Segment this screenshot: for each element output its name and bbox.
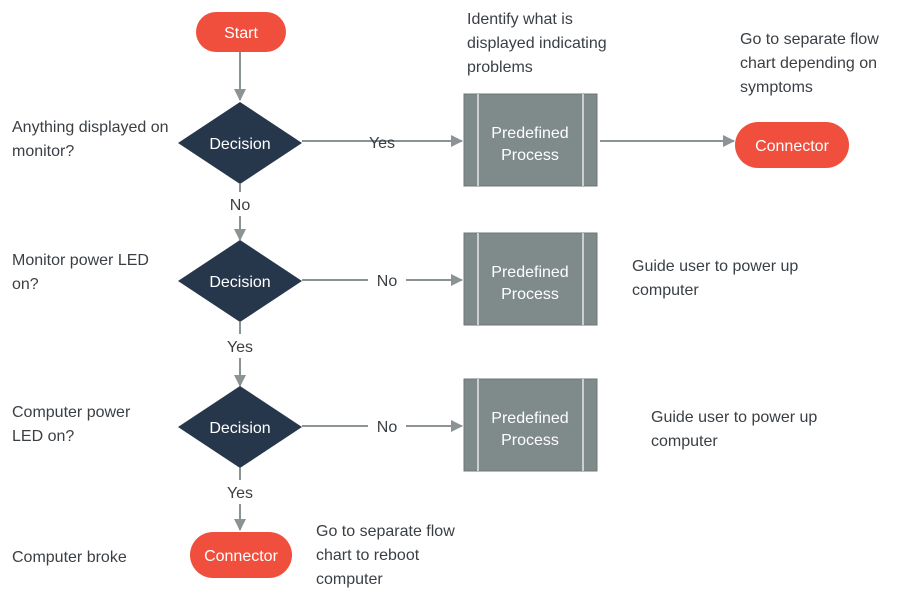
process-shape (463, 378, 598, 472)
edge-label-bg (222, 480, 258, 504)
question-label-3: Computer power LED on? (12, 404, 131, 445)
decision-label: Decision (209, 274, 270, 291)
start-label: Start (224, 25, 258, 42)
connector-shape (735, 122, 849, 168)
process-node-2[interactable]: Predefined Process (463, 232, 598, 326)
edge-label-decision-2-no: No (377, 273, 398, 290)
edge-label-decision-3-yes: Yes (227, 485, 253, 502)
process-label-line2: Process (501, 432, 559, 449)
process-shape (463, 232, 598, 326)
question-label-1: Anything displayed on monitor? (12, 119, 169, 160)
process-shape (463, 93, 598, 187)
decision-shape (178, 102, 302, 184)
process-label-line2: Process (501, 286, 559, 303)
edge-label-bg (368, 268, 406, 292)
start-node[interactable]: Start (196, 12, 286, 52)
decision-shape (178, 240, 302, 322)
edge-label-decision-1-no: No (230, 197, 251, 214)
connector-note-1: Go to separate flow chart depending on s… (740, 31, 879, 96)
edge-label-bg (368, 414, 406, 438)
connector-node-1[interactable]: Connector (735, 122, 849, 168)
process-note-1: Identify what is displayed indicating pr… (467, 11, 607, 76)
process-label-line1: Predefined (491, 410, 568, 427)
process-note-2: Guide user to power up computer (632, 258, 799, 299)
edge-label-decision-3-no: No (377, 419, 398, 436)
connector-label: Connector (755, 138, 829, 155)
decision-label: Decision (209, 420, 270, 437)
edge-label-bg (224, 192, 256, 216)
decision-shape (178, 386, 302, 468)
edge-label-decision-2-yes: Yes (227, 339, 253, 356)
question-label-2: Monitor power LED on? (12, 252, 149, 293)
process-label-line2: Process (501, 147, 559, 164)
decision-node-2[interactable]: Decision (178, 240, 302, 322)
process-note-3: Guide user to power up computer (651, 409, 818, 450)
process-node-1[interactable]: Predefined Process (463, 93, 598, 187)
start-shape (196, 12, 286, 52)
process-label-line1: Predefined (491, 125, 568, 142)
decision-label: Decision (209, 136, 270, 153)
connector-label: Connector (204, 548, 278, 565)
process-label-line1: Predefined (491, 264, 568, 281)
row-label-computer-broke: Computer broke (12, 549, 127, 566)
edge-label-bg (222, 334, 258, 358)
decision-node-1[interactable]: Decision (178, 102, 302, 184)
edge-label-decision-1-yes: Yes (369, 135, 395, 152)
connector-shape (190, 532, 292, 578)
connector-note-2: Go to separate flow chart to reboot comp… (316, 523, 455, 588)
process-node-3[interactable]: Predefined Process (463, 378, 598, 472)
connector-node-2[interactable]: Connector (190, 532, 292, 578)
decision-node-3[interactable]: Decision (178, 386, 302, 468)
